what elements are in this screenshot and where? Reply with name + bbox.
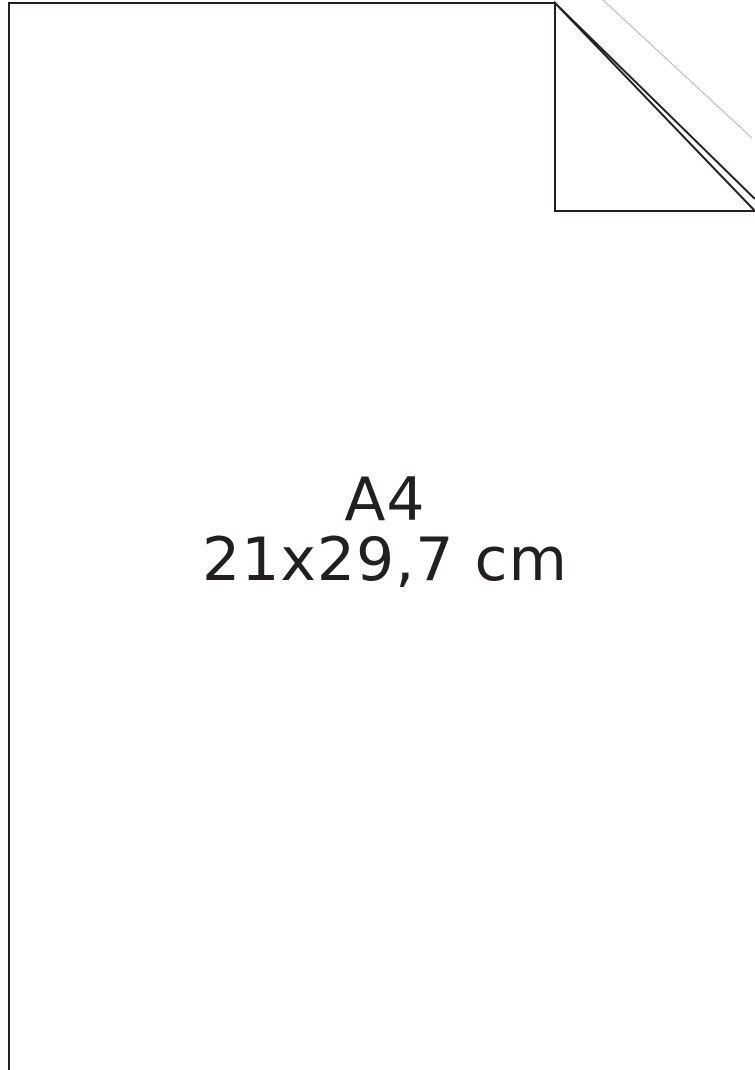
- sheet-size-label: A4 21x29,7 cm: [0, 470, 755, 590]
- sheet-border: [8, 2, 755, 1070]
- fold-shadow-line: [602, 0, 753, 139]
- dimensions-label: 21x29,7 cm: [202, 525, 568, 595]
- format-label: A4: [344, 465, 426, 535]
- folded-corner: [554, 0, 755, 212]
